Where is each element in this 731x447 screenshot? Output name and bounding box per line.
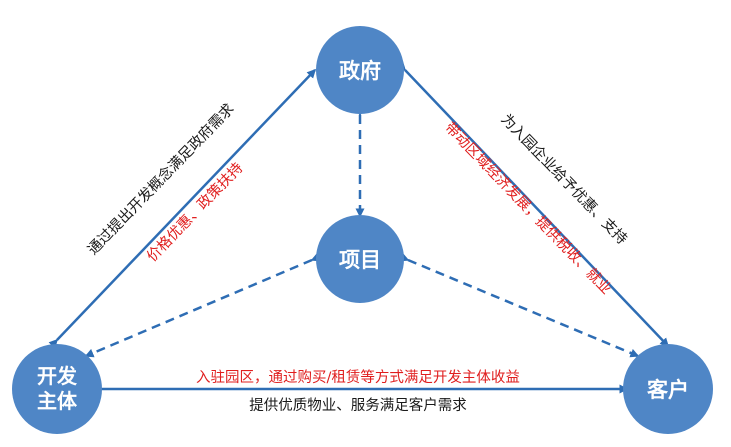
node-customer-label: 客户 <box>647 378 689 402</box>
label-developer-government-black: 通过提出开发概念满足政府需求 <box>84 99 238 258</box>
label-developer-customer-black: 提供优质物业、服务满足客户需求 <box>249 397 467 414</box>
node-government-label: 政府 <box>339 59 381 83</box>
arrow-developer-government <box>48 68 317 349</box>
node-developer-label-line2: 主体 <box>37 389 78 413</box>
node-customer: 客户 <box>623 344 713 434</box>
dashed-arrow-project-developer <box>84 252 321 358</box>
label-developer-customer-red: 入驻园区，通过购买/租赁等方式满足开发主体收益 <box>196 368 520 386</box>
node-project: 项目 <box>316 215 404 303</box>
node-developer: 开发 主体 <box>12 344 102 434</box>
node-developer-label-line1: 开发 <box>37 364 78 388</box>
label-government-customer-black: 为入园企业给予优惠、支持 <box>497 110 631 248</box>
node-project-label: 项目 <box>339 249 381 272</box>
node-government: 政府 <box>316 26 404 114</box>
dashed-arrow-project-customer <box>399 252 640 358</box>
